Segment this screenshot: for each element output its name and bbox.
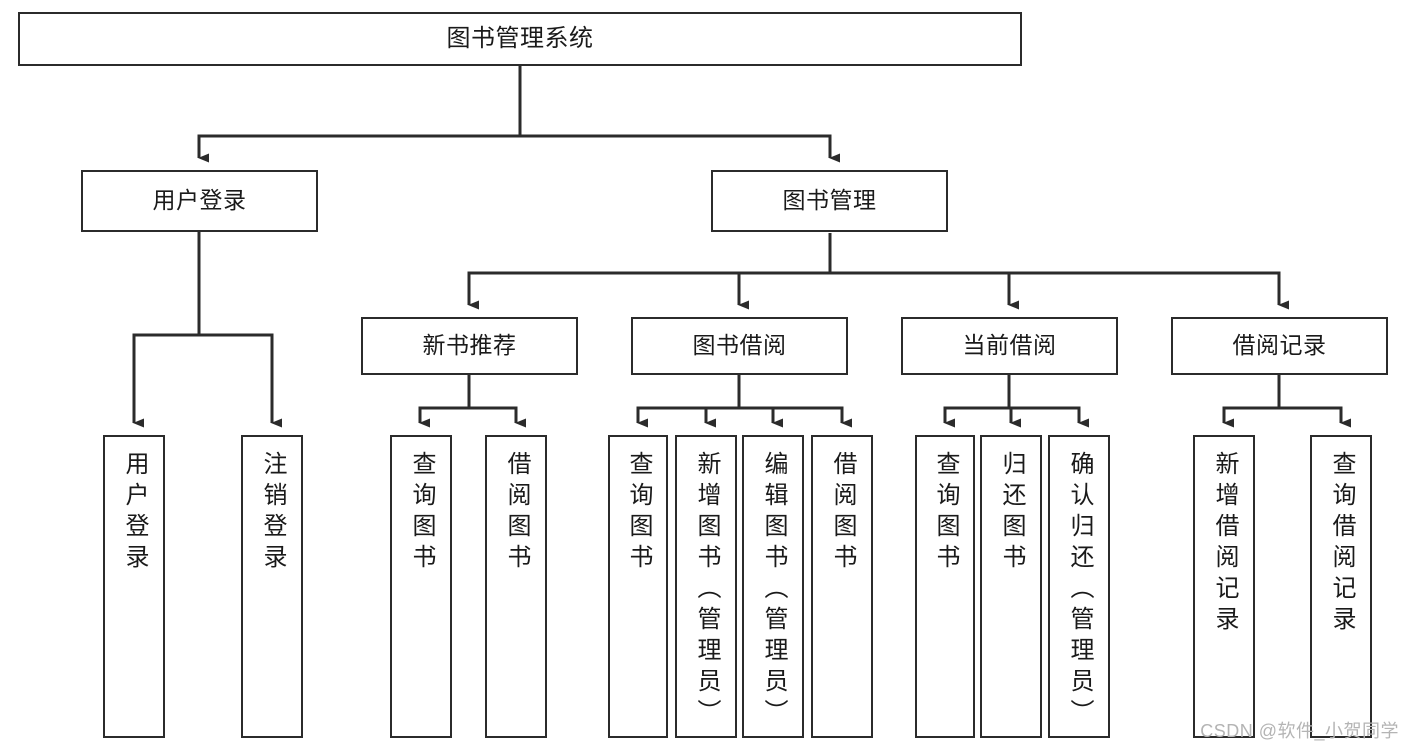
csdn-watermark: CSDN @软件_小贺同学 [1200, 721, 1399, 741]
node-book-manage[interactable]: 图书管理 [711, 170, 948, 232]
node-leaf-query-book-borrow-label: 查询图书 [625, 451, 652, 575]
node-leaf-return-book[interactable]: 归还图书 [980, 435, 1042, 738]
node-borrow-record[interactable]: 借阅记录 [1171, 317, 1388, 375]
node-leaf-query-book-rec-label: 查询图书 [408, 451, 435, 575]
node-root[interactable]: 图书管理系统 [18, 12, 1022, 66]
node-book-borrow-label: 图书借阅 [692, 332, 787, 359]
node-leaf-edit-book-label: 编辑图书（管理员） [760, 451, 787, 730]
node-current-borrow[interactable]: 当前借阅 [901, 317, 1118, 375]
node-new-book-rec-label: 新书推荐 [422, 332, 517, 359]
node-leaf-borrow-book-rec-label: 借阅图书 [503, 451, 530, 575]
node-new-book-rec[interactable]: 新书推荐 [361, 317, 578, 375]
node-leaf-borrow-book-label: 借阅图书 [829, 451, 856, 575]
node-leaf-query-book-rec[interactable]: 查询图书 [390, 435, 452, 738]
node-book-manage-label: 图书管理 [782, 187, 877, 214]
node-leaf-add-borrow-record[interactable]: 新增借阅记录 [1193, 435, 1255, 738]
node-user-login-label: 用户登录 [152, 187, 247, 214]
node-leaf-add-book[interactable]: 新增图书（管理员） [675, 435, 737, 738]
node-leaf-user-logout[interactable]: 注销登录 [241, 435, 303, 738]
node-book-borrow[interactable]: 图书借阅 [631, 317, 848, 375]
node-leaf-query-borrow-record[interactable]: 查询借阅记录 [1310, 435, 1372, 738]
node-leaf-confirm-return-label: 确认归还（管理员） [1066, 451, 1093, 730]
node-leaf-edit-book[interactable]: 编辑图书（管理员） [742, 435, 804, 738]
node-leaf-query-borrow-record-label: 查询借阅记录 [1328, 451, 1355, 637]
node-leaf-borrow-book-rec[interactable]: 借阅图书 [485, 435, 547, 738]
node-user-login[interactable]: 用户登录 [81, 170, 318, 232]
node-leaf-add-book-label: 新增图书（管理员） [693, 451, 720, 730]
node-leaf-borrow-book[interactable]: 借阅图书 [811, 435, 873, 738]
node-leaf-query-book-current[interactable]: 查询图书 [915, 435, 975, 738]
node-leaf-user-login[interactable]: 用户登录 [103, 435, 165, 738]
node-leaf-add-borrow-record-label: 新增借阅记录 [1211, 451, 1238, 637]
node-leaf-query-book-current-label: 查询图书 [932, 451, 959, 575]
node-root-label: 图书管理系统 [446, 24, 594, 52]
node-leaf-user-login-label: 用户登录 [121, 451, 148, 575]
node-leaf-user-logout-label: 注销登录 [259, 451, 286, 575]
node-current-borrow-label: 当前借阅 [962, 332, 1057, 359]
node-leaf-confirm-return[interactable]: 确认归还（管理员） [1048, 435, 1110, 738]
node-borrow-record-label: 借阅记录 [1232, 332, 1327, 359]
node-leaf-return-book-label: 归还图书 [998, 451, 1025, 575]
node-leaf-query-book-borrow[interactable]: 查询图书 [608, 435, 668, 738]
